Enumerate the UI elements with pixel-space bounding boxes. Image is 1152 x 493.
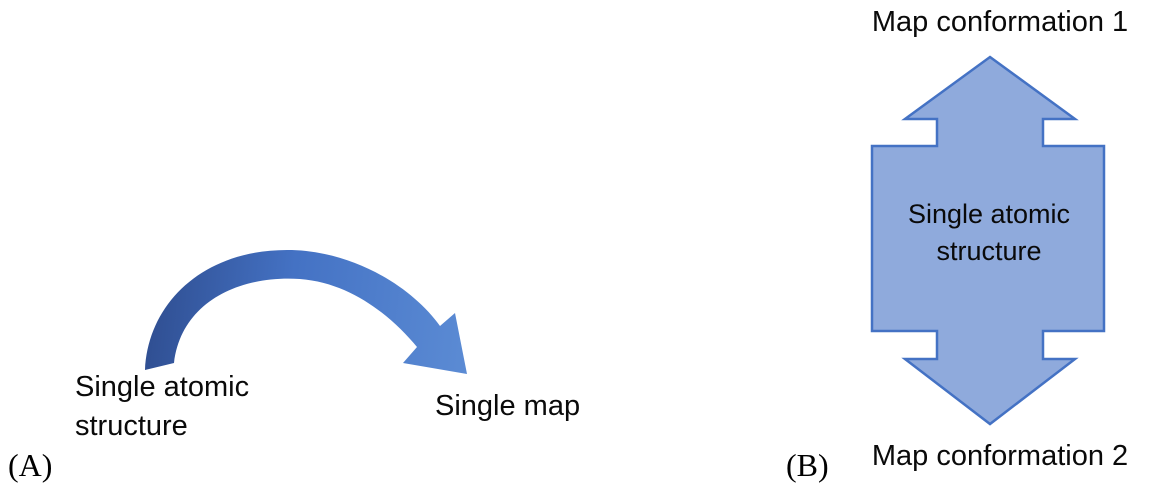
panel-a-label: (A) <box>8 447 53 483</box>
panel-b-bottom-label: Map conformation 2 <box>871 440 1129 472</box>
panel-b-label: (B) <box>786 447 829 483</box>
curved-arrow-shape <box>145 249 467 374</box>
panel-b-top-label: Map conformation 1 <box>871 6 1129 38</box>
panel-a-source-label: Single atomic structure <box>75 371 250 442</box>
panel-b-center-label: Single atomic structure <box>907 199 1071 266</box>
double-arrow-shape <box>870 55 1106 426</box>
panel-a-target-label: Single map <box>435 390 581 422</box>
